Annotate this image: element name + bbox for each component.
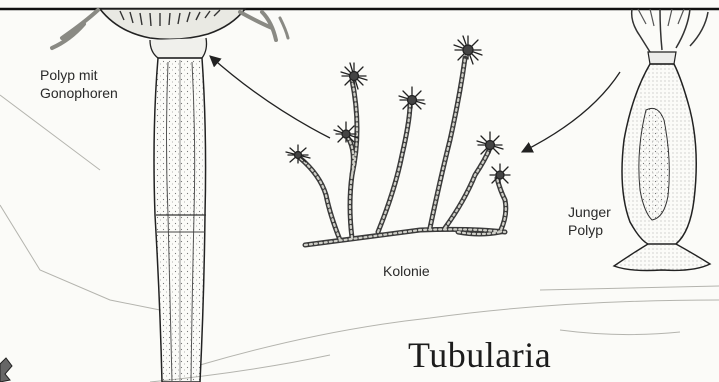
edge-fragment [0,358,12,382]
arrow-to-young-polyp [522,72,620,152]
label-line: Junger [568,203,611,221]
polyp-with-gonophores [52,9,288,382]
label-young-polyp: Junger Polyp [568,203,611,239]
colony [286,36,510,245]
label-colony: Kolonie [383,262,430,280]
label-polyp-with-gonophores: Polyp mit Gonophoren [40,66,118,102]
young-polyp [614,9,710,271]
label-line: Gonophoren [40,84,118,102]
arrow-to-polyp [210,56,330,138]
label-line: Polyp mit [40,66,118,84]
label-line: Polyp [568,221,611,239]
figure-title: Tubularia [408,334,551,376]
